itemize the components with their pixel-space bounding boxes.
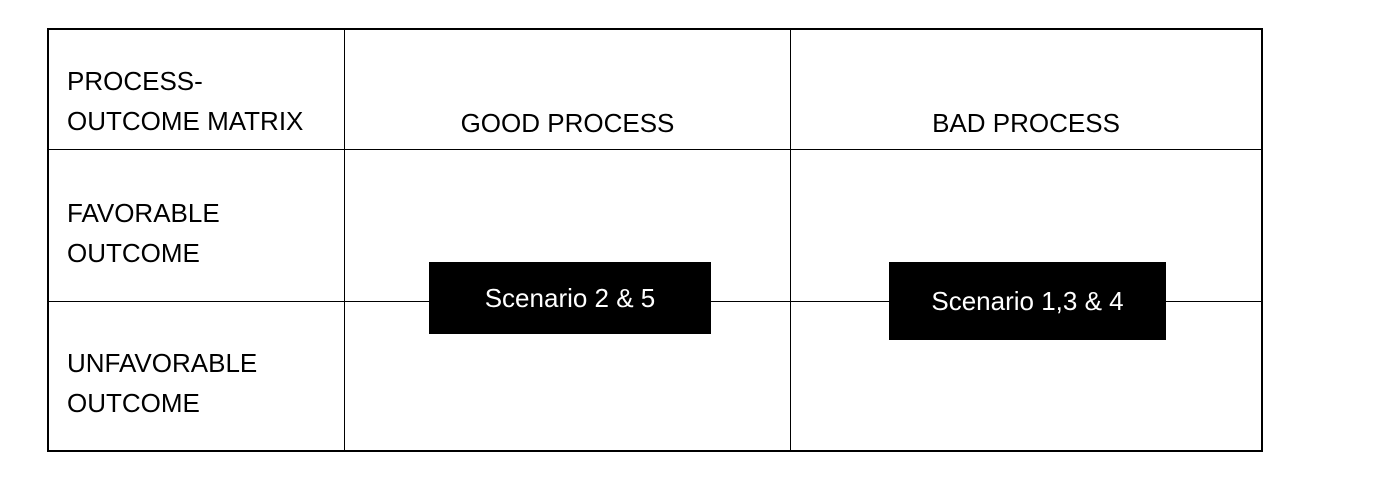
column-header-bad-process: BAD PROCESS — [791, 30, 1261, 150]
column-header-good-process: GOOD PROCESS — [345, 30, 791, 150]
scenario-box-bad-process: Scenario 1,3 & 4 — [889, 262, 1166, 340]
row-header-unfavorable-outcome: UNFAVORABLE OUTCOME — [49, 302, 345, 450]
unfavorable-outcome-line-1: UNFAVORABLE — [67, 348, 258, 378]
scenario-box-bad-label: Scenario 1,3 & 4 — [931, 286, 1124, 316]
matrix-title-line-2: OUTCOME MATRIX — [67, 106, 304, 136]
corner-cell-matrix-title: PROCESS- OUTCOME MATRIX — [49, 30, 345, 150]
scenario-box-good-label: Scenario 2 & 5 — [484, 283, 656, 313]
matrix-title-line-1: PROCESS- — [67, 66, 203, 96]
matrix-table: PROCESS- OUTCOME MATRIX GOOD PROCESS BAD… — [47, 28, 1263, 452]
bad-process-label: BAD PROCESS — [932, 108, 1120, 138]
favorable-outcome-line-1: FAVORABLE — [67, 197, 220, 228]
row-header-favorable-outcome: FAVORABLE OUTCOME — [49, 150, 345, 302]
scenario-box-good-process: Scenario 2 & 5 — [429, 262, 711, 334]
favorable-outcome-line-2: OUTCOME — [67, 237, 200, 268]
good-process-label: GOOD PROCESS — [460, 108, 675, 138]
unfavorable-outcome-line-2: OUTCOME — [67, 388, 200, 418]
